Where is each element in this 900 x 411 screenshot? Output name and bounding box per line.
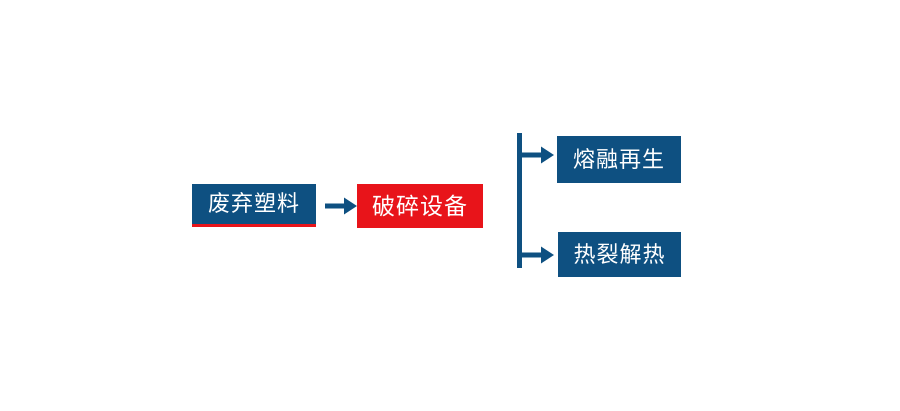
node-crusher[interactable]: 破碎设备 (357, 184, 483, 228)
node-pyrolysis-label: 热裂解热 (573, 241, 666, 267)
branch-split-arrow-icon (510, 126, 566, 278)
arrow-right-icon (322, 190, 360, 222)
node-crusher-label: 破碎设备 (372, 192, 468, 219)
node-waste-plastic-label: 废弃塑料 (207, 191, 300, 216)
branch-split-arrow-icon-svg (517, 133, 554, 268)
node-pyrolysis[interactable]: 热裂解热 (558, 232, 681, 277)
node-melt-regeneration[interactable]: 熔融再生 (557, 136, 681, 183)
arrow-right-icon-svg (325, 197, 357, 215)
node-waste-plastic[interactable]: 废弃塑料 (192, 184, 316, 227)
node-melt-regeneration-label: 熔融再生 (572, 146, 665, 172)
